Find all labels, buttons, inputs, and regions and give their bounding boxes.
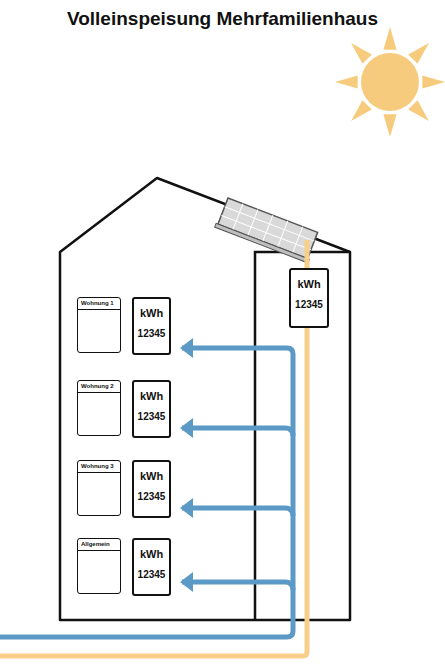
electricity-meter: kWh 12345 — [132, 380, 171, 438]
solar-panel — [215, 197, 320, 263]
meter-reading: 12345 — [295, 299, 323, 310]
meter-reading: 12345 — [138, 491, 166, 502]
distribution-panel: Wohnung 1 — [77, 297, 121, 353]
electricity-meter: kWh 12345 — [132, 460, 171, 518]
distribution-panel: Allgemein — [77, 538, 121, 594]
meter-reading: 12345 — [138, 328, 166, 339]
meter-unit: kWh — [140, 470, 163, 482]
meter-unit: kWh — [140, 307, 163, 319]
meter-reading: 12345 — [138, 569, 166, 580]
distribution-panel: Wohnung 3 — [77, 460, 121, 516]
meter-reading: 12345 — [138, 411, 166, 422]
supply-lines — [0, 348, 293, 637]
panel-label: Wohnung 1 — [78, 298, 120, 310]
distribution-panel: Wohnung 2 — [77, 380, 121, 436]
electricity-meter: kWh 12345 — [289, 268, 329, 328]
meter-unit: kWh — [297, 278, 320, 290]
electricity-meter: kWh 12345 — [132, 538, 171, 596]
annex-outline — [255, 252, 350, 620]
feed-in-line — [0, 240, 307, 656]
meter-unit: kWh — [140, 390, 163, 402]
meter-unit: kWh — [140, 548, 163, 560]
sun-symbol — [335, 27, 445, 137]
panel-label: Allgemein — [78, 539, 120, 551]
panel-label: Wohnung 2 — [78, 381, 120, 393]
electricity-meter: kWh 12345 — [132, 297, 171, 355]
diagram-title: Volleinspeisung Mehrfamilienhaus — [0, 8, 445, 30]
panel-label: Wohnung 3 — [78, 461, 120, 473]
